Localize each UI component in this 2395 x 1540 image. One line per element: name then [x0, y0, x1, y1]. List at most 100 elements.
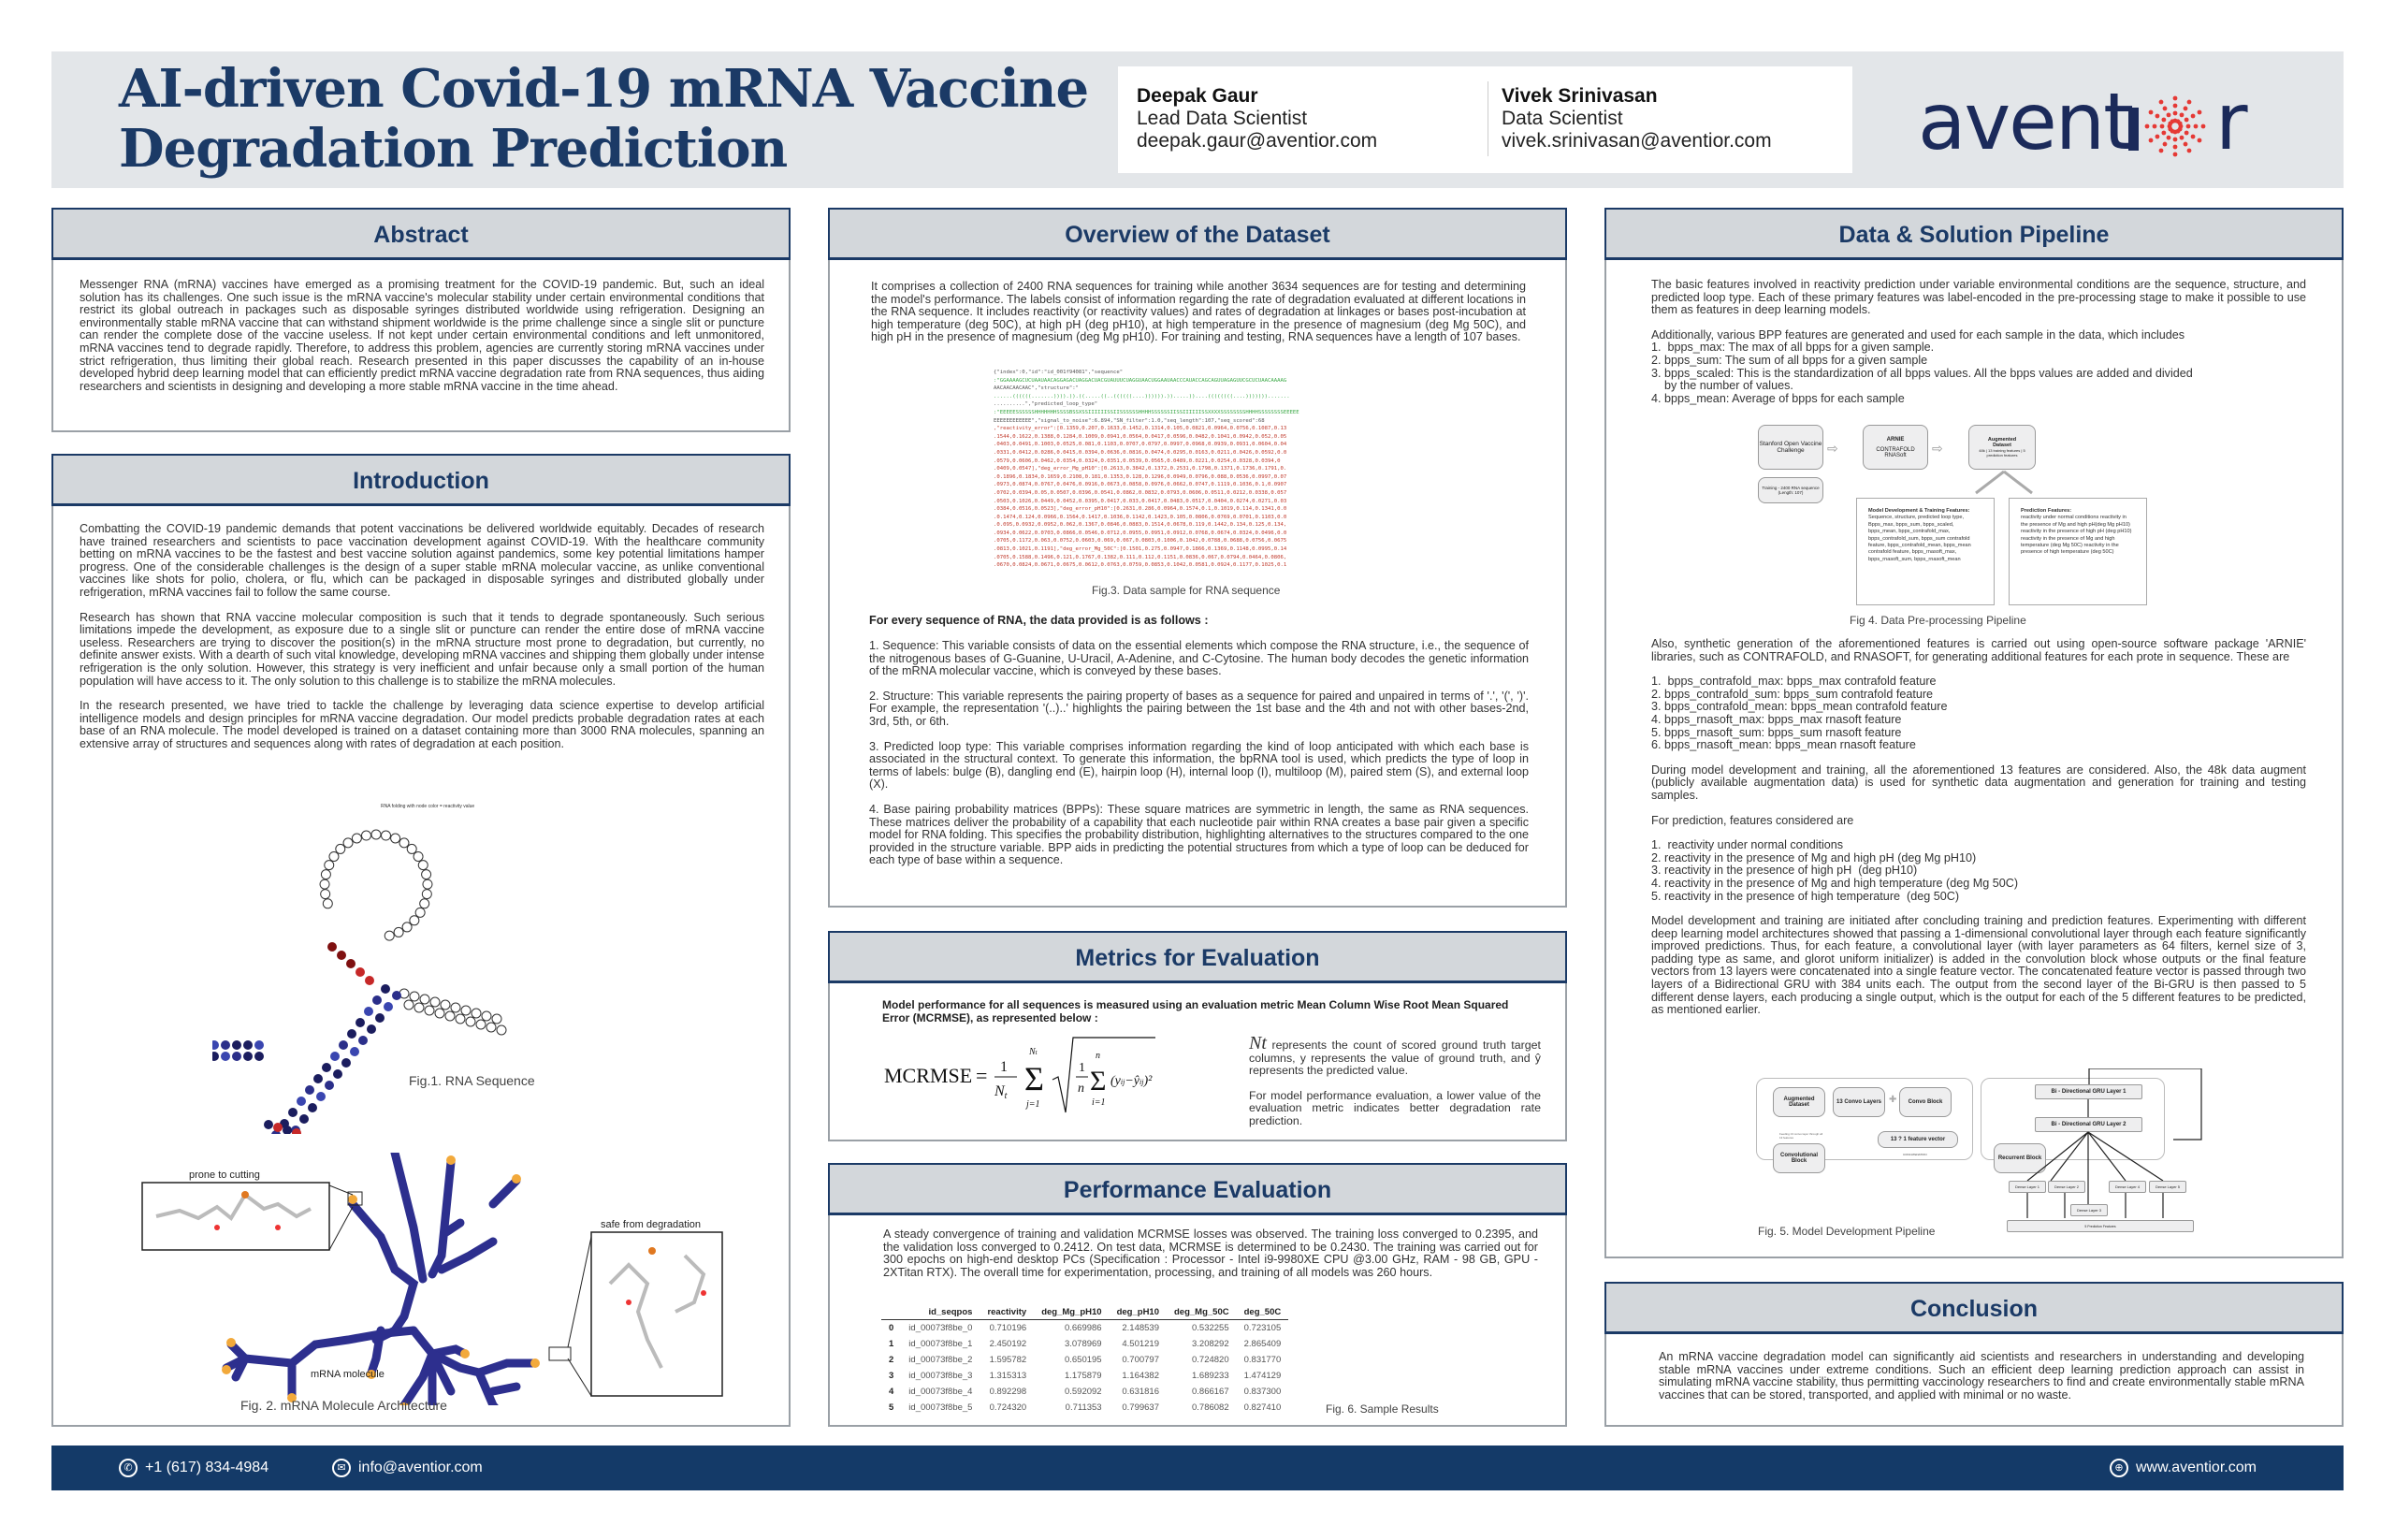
author-email[interactable]: vivek.srinivasan@aventior.com [1502, 130, 1772, 152]
paragraph: For prediction, features considered are [1651, 813, 1854, 827]
augmented-title: Augmented Dataset [1987, 437, 2017, 448]
formula-lhs: MCRMSE [884, 1064, 972, 1087]
table-cell: 0.866167 [1191, 1387, 1229, 1397]
list-item: 4. bpps_mean: Average of bpps for each s… [1651, 391, 1905, 405]
nucleotide-node [221, 1052, 230, 1061]
nucleotide-node [375, 1013, 385, 1023]
code-line: ......((((((.......)))).)).((.....((..((… [994, 393, 1290, 400]
training-features-title: Model Development & Training Features: [1868, 508, 1970, 514]
author-role: Lead Data Scientist [1137, 108, 1308, 129]
table-header [881, 1305, 902, 1320]
introduction-section: Introduction Combatting the COVID-19 pan… [51, 454, 791, 1427]
nucleotide-node [486, 1022, 497, 1033]
table-cell: 0.786082 [1191, 1402, 1229, 1413]
section-heading: Conclusion [1604, 1282, 2344, 1334]
nucleotide-node [327, 942, 337, 952]
table-cell: 4 [889, 1387, 894, 1397]
email-text: info@aventior.com [358, 1460, 483, 1475]
table-cell: id_00073f8be_4 [908, 1387, 973, 1397]
paragraph: The basic features involved in reactivit… [1651, 278, 2306, 317]
table-cell: 0.631816 [1122, 1387, 1159, 1397]
logo-dot [2197, 109, 2202, 115]
footer-email[interactable]: ✉info@aventior.com [332, 1459, 483, 1477]
molecule-endpoints [222, 1155, 540, 1405]
logo-dot [2152, 123, 2157, 129]
footer-phone[interactable]: ✆+1 (617) 834-4984 [119, 1459, 269, 1477]
list-item: 1. bpps_contrafold_max: bpps_max contraf… [1651, 675, 1937, 689]
table-cell: 1.595782 [989, 1355, 1027, 1365]
dense-layer-box: Dense Layer 3 [2070, 1204, 2108, 1216]
paragraph: Combatting the COVID-19 pandemic demands… [80, 522, 764, 599]
table-cell: 1.474129 [1243, 1371, 1282, 1381]
code-line: .0.1474,0.124,0.0966,0.1564,0.1417,0.103… [994, 514, 1287, 520]
nucleotide-node [384, 930, 395, 941]
nucleotide-node [308, 1103, 317, 1112]
logo-dot [2183, 106, 2188, 111]
table-cell: 2.865409 [1243, 1339, 1282, 1349]
table-cell: 0.837300 [1243, 1387, 1282, 1397]
section-heading: Overview of the Dataset [828, 208, 1567, 260]
nucleotide-node [419, 994, 430, 1005]
table-cell: 0.710196 [989, 1323, 1027, 1333]
nucleotide-node [380, 830, 391, 841]
dataset-section: Overview of the Dataset It comprises a c… [828, 208, 1567, 908]
table-cell: 0.723105 [1243, 1323, 1282, 1333]
nucleotide-node [419, 898, 430, 909]
logo-dot [2172, 95, 2178, 101]
logo-dot [2179, 135, 2185, 140]
fig5-convo-block: Convo Block [1899, 1087, 1952, 1117]
nucleotide-node [370, 829, 382, 840]
logo-dot [2172, 152, 2178, 157]
table-cell: 5 [889, 1402, 894, 1413]
table-header: deg_50C [1236, 1305, 1289, 1320]
code-line: .0579,0.0606,0.0462,0.0354,0.0324,0.0351… [994, 458, 1281, 464]
nucleotide-node [392, 991, 401, 1000]
nucleotide-node [346, 959, 356, 968]
nucleotide-node [455, 1013, 466, 1024]
code-line: .0331,0.0412,0.0286,0.0415,0.0394,0.0636… [994, 449, 1287, 456]
nucleotide-node [330, 1052, 340, 1061]
list-item: 3. bpps_contrafold_mean: bpps_mean contr… [1651, 700, 1948, 714]
dense-layer-box: Dense Layer 2 [2048, 1181, 2085, 1193]
fig5-output: 5 Prediction Features [2007, 1220, 2194, 1232]
nucleotide-node [356, 1018, 365, 1027]
code-line: ..........","predicted_loop_type" [994, 401, 1098, 408]
label-molecule: mRNA molecule [311, 1369, 385, 1380]
arnie-body: CONTRAFOLD RNASoft [1876, 446, 1915, 458]
table-cell: 0.700797 [1122, 1355, 1159, 1365]
footer-website[interactable]: ⊕www.aventior.com [2110, 1459, 2257, 1477]
nucleotide-node [417, 860, 428, 871]
nucleotide-node [264, 1120, 273, 1129]
nucleotide-node [401, 922, 413, 933]
logo-graphic: avent r [1918, 76, 2248, 167]
logo-dot [2200, 123, 2206, 129]
section-heading: Metrics for Evaluation [828, 931, 1567, 983]
logo-dot [2158, 148, 2164, 153]
nucleotide-node [421, 889, 432, 900]
table-cell: id_00073f8be_2 [908, 1355, 973, 1365]
paragraph: During model development and training, a… [1651, 763, 2306, 802]
table-cell: 1.689233 [1191, 1371, 1229, 1381]
pipeline-text-middle: Also, synthetic generation of the aforem… [1651, 637, 2306, 1029]
fig3-caption: Fig.3. Data sample for RNA sequence [1092, 584, 1281, 597]
paragraph: Also, synthetic generation of the aforem… [1651, 637, 2306, 663]
code-line: .1544,0.1622,0.1388,0.1284,0.1009,0.0941… [994, 433, 1287, 440]
inset-safe [590, 1231, 723, 1397]
table-cell: 0 [889, 1323, 894, 1333]
metrics-section: Metrics for Evaluation Model performance… [828, 931, 1567, 1141]
pipeline-text-top: The basic features involved in reactivit… [1651, 278, 2306, 405]
nucleotide-node [313, 1074, 323, 1083]
label-prone: prone to cutting [189, 1170, 260, 1181]
table-cell: 0.532255 [1191, 1323, 1229, 1333]
fig1-title: RNA folding with node color = reactivity… [381, 804, 475, 809]
nucleotide-node [364, 1007, 373, 1016]
author-email[interactable]: deepak.gaur@aventior.com [1137, 130, 1378, 152]
paragraph: Model development and training are initi… [1651, 914, 2306, 1017]
rna-folding-figure [212, 829, 507, 1134]
nucleotide-node [409, 915, 420, 926]
nucleotide-node [299, 1114, 309, 1124]
label-safe: safe from degradation [601, 1219, 701, 1230]
nucleotide-node [403, 999, 414, 1010]
